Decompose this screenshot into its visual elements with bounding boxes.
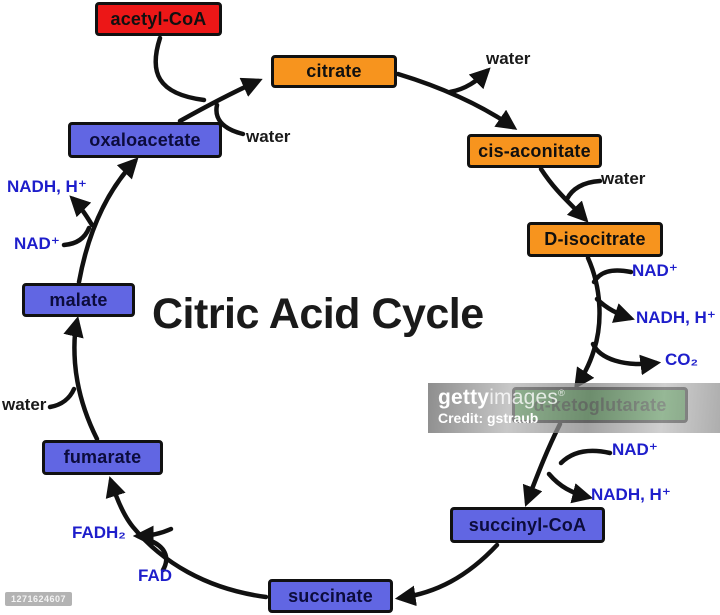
arrow-nadh-out-malate (69, 195, 95, 228)
label-water-oxaloacetate-in: water (246, 127, 291, 146)
label-nadh-malate: NADH, H⁺ (7, 177, 87, 196)
arrow-succinylcoa-to-succinate (394, 542, 500, 607)
arrow-water-in-fumarate (47, 386, 77, 410)
node-d-isocitrate: D-isocitrate (527, 222, 663, 257)
label-water-fumarate-in: water (2, 395, 47, 414)
label-fad-in: FAD (138, 566, 172, 585)
node-malate: malate (22, 283, 135, 317)
label-water-citrate-out: water (486, 49, 531, 68)
node-acetyl-coa: acetyl-CoA (95, 2, 222, 36)
label-nadh-isocitrate: NADH, H⁺ (636, 308, 716, 327)
node-oxaloacetate: oxaloacetate (68, 122, 222, 158)
label-nad-malate: NAD⁺ (14, 234, 60, 253)
arrow-water-in-cisaconitate (564, 178, 603, 202)
arrow-cisaconitate-to-isocitrate (538, 166, 589, 223)
arrow-fumarate-to-malate (63, 315, 100, 442)
arrow-malate-to-oxaloacetate (76, 157, 139, 285)
arrow-fadh2-out (132, 525, 174, 547)
diagram-title: Citric Acid Cycle (152, 290, 484, 338)
arrow-ketoglutarate-to-succinylcoa (522, 421, 563, 507)
image-id-badge: 1271624607 (5, 592, 73, 606)
arrow-nad-in-isocitrate (591, 268, 634, 285)
node-succinyl-coa: succinyl-CoA (450, 507, 605, 543)
arrow-nad-in-malate (61, 225, 92, 248)
label-nad-isocitrate: NAD⁺ (632, 261, 678, 280)
label-co2-out: CO₂ (665, 350, 699, 369)
getty-logo-light: images (489, 386, 559, 409)
arrow-fad-in (148, 538, 169, 573)
credit-text: Credit: gstraub (438, 410, 539, 426)
getty-logo-mark: ® (558, 388, 565, 398)
arrow-nadh-out-isocitrate (594, 296, 635, 323)
label-water-aconitate-in: water (601, 169, 646, 188)
arrow-nadh-out-ketoglutarate (546, 471, 594, 504)
arrow-citrate-to-cisaconitate (395, 71, 518, 130)
getty-logo-bold: getty (438, 386, 490, 409)
arrow-water-out-citrate (447, 67, 491, 95)
node-succinate: succinate (268, 579, 393, 613)
node-cis-aconitate: cis-aconitate (467, 134, 602, 168)
node-fumarate: fumarate (42, 440, 163, 475)
arrow-oxaloacetate-to-citrate (177, 77, 263, 124)
arrow-co2-out (590, 341, 662, 376)
node-citrate: citrate (271, 55, 397, 88)
arrow-nad-in-ketoglutarate (558, 448, 613, 466)
arrow-acetylcoa-join (153, 35, 207, 103)
label-fadh2-out: FADH₂ (72, 523, 126, 542)
arrow-succinate-to-fumarate (105, 476, 269, 600)
watermark-bar: gettyimages® Credit: gstraub (428, 383, 720, 433)
label-nad-ketoglutarate: NAD⁺ (612, 440, 658, 459)
label-nadh-ketoglutarate: NADH, H⁺ (591, 485, 671, 504)
getty-logo: gettyimages® (438, 386, 565, 410)
